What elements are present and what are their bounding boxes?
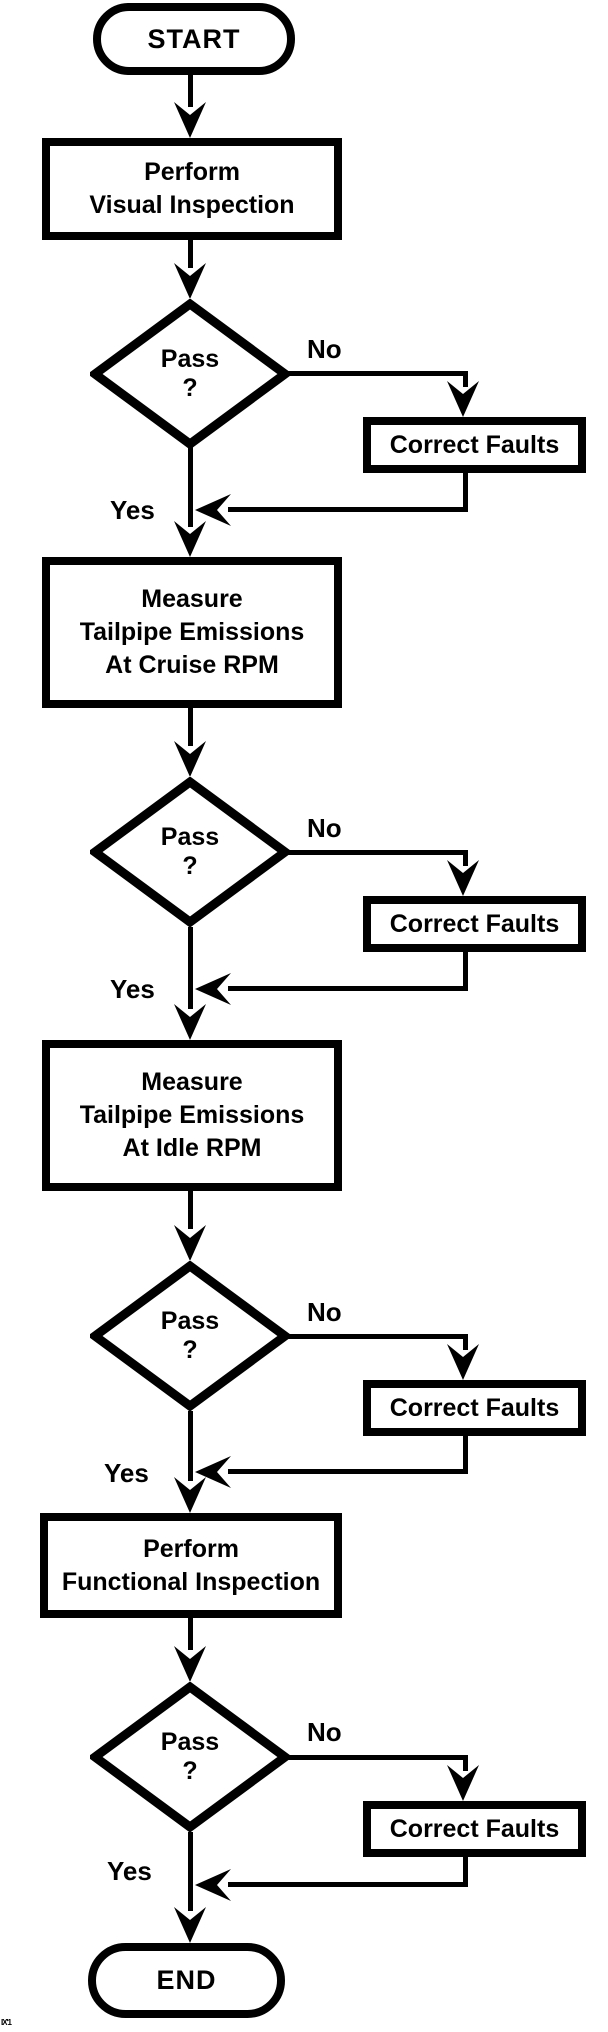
connector-visual-inspection-to-decision1 [188, 240, 193, 268]
process-visual-inspection-line1: Perform [144, 158, 240, 186]
process-correct-faults-3-label: Correct Faults [389, 1393, 560, 1422]
arrow-down-icon [447, 1765, 479, 1801]
process-correct-faults-2-label: Correct Faults [389, 909, 560, 938]
arrow-left-icon [195, 973, 231, 1005]
arrow-down-icon [174, 1646, 206, 1682]
corner-artifact-text: IX'1 [1, 2018, 12, 2027]
connector-cruise-rpm-to-decision2 [188, 708, 193, 746]
connector-correct-faults-4-return [228, 1882, 468, 1887]
connector-decision4-no [287, 1755, 468, 1760]
arrow-down-icon [174, 102, 206, 138]
decision-pass-2-line1: Pass [160, 823, 220, 851]
process-correct-faults-1: Correct Faults [363, 417, 586, 473]
connector-correct-faults-2-return [228, 986, 468, 991]
arrow-down-icon [174, 263, 206, 299]
decision-pass-3-line1: Pass [160, 1307, 220, 1335]
process-cruise-rpm-line1: Measure [141, 585, 243, 613]
decision-pass-4-line2: ? [182, 1757, 198, 1785]
connector-correct-faults-3-return-down [463, 1436, 468, 1474]
process-correct-faults-3: Correct Faults [363, 1380, 586, 1436]
arrow-down-icon [447, 1344, 479, 1380]
process-cruise-rpm-line2: Tailpipe Emissions [79, 618, 305, 646]
process-correct-faults-4-label: Correct Faults [389, 1814, 560, 1843]
connector-decision4-yes [188, 1832, 193, 1911]
decision-pass-3-shape [90, 1261, 290, 1411]
connector-decision2-no [287, 850, 468, 855]
arrow-left-icon [195, 494, 231, 526]
decision-pass-4-shape [90, 1682, 290, 1832]
process-idle-rpm-line3: At Idle RPM [122, 1134, 262, 1162]
process-idle-rpm-line2: Tailpipe Emissions [79, 1101, 305, 1129]
connector-decision1-no [287, 371, 468, 376]
connector-idle-rpm-to-decision3 [188, 1191, 193, 1229]
process-correct-faults-1-label: Correct Faults [389, 430, 560, 459]
arrow-down-icon [174, 741, 206, 777]
terminator-start-label: START [147, 23, 241, 54]
decision-pass-4-line1: Pass [160, 1728, 220, 1756]
decision-pass-1: Pass ? [90, 299, 290, 449]
process-cruise-rpm: Measure Tailpipe Emissions At Cruise RPM [42, 557, 342, 708]
process-visual-inspection-line2: Visual Inspection [89, 191, 295, 219]
decision-pass-1-line1: Pass [160, 345, 220, 373]
connector-correct-faults-1-return-down [463, 473, 468, 512]
arrow-down-icon [174, 1477, 206, 1513]
process-cruise-rpm-line3: At Cruise RPM [105, 651, 279, 679]
flow-label-no-4: No [307, 1717, 342, 1747]
connector-start-to-visual-inspection [188, 75, 193, 107]
decision-pass-2-shape [90, 777, 290, 927]
process-correct-faults-2: Correct Faults [363, 896, 586, 952]
flow-label-no-3: No [307, 1297, 342, 1327]
connector-decision3-no [287, 1334, 468, 1339]
flow-label-yes-2: Yes [110, 974, 155, 1004]
process-idle-rpm: Measure Tailpipe Emissions At Idle RPM [42, 1040, 342, 1191]
arrow-left-icon [195, 1456, 231, 1488]
flow-label-no-2: No [307, 813, 342, 843]
decision-pass-3-line2: ? [182, 1336, 198, 1364]
terminator-end-label: END [156, 1965, 217, 1995]
connector-correct-faults-2-return-down [463, 952, 468, 991]
process-visual-inspection: Perform Visual Inspection [42, 138, 342, 240]
process-correct-faults-4: Correct Faults [363, 1801, 586, 1857]
terminator-start: START [93, 3, 295, 75]
decision-pass-2-line2: ? [182, 852, 198, 880]
connector-functional-inspection-to-decision4 [188, 1618, 193, 1650]
connector-decision4-no-down [463, 1755, 468, 1771]
arrow-down-icon [174, 1907, 206, 1943]
connector-decision3-no-down [463, 1334, 468, 1350]
connector-correct-faults-1-return [228, 507, 468, 512]
process-functional-inspection: Perform Functional Inspection [40, 1513, 342, 1618]
connector-correct-faults-4-return-down [463, 1857, 468, 1887]
connector-decision1-yes [188, 447, 193, 527]
flow-label-yes-3: Yes [104, 1458, 149, 1488]
process-functional-inspection-line2: Functional Inspection [61, 1567, 321, 1596]
arrow-down-icon [174, 521, 206, 557]
flow-label-no-1: No [307, 334, 342, 364]
arrow-left-icon [195, 1869, 231, 1901]
flow-label-yes-1: Yes [110, 495, 155, 525]
flow-label-yes-4: Yes [107, 1856, 152, 1886]
decision-pass-1-shape [90, 299, 290, 449]
decision-pass-3: Pass ? [90, 1261, 290, 1411]
connector-decision2-no-down [463, 850, 468, 866]
connector-decision3-yes [188, 1411, 193, 1481]
process-idle-rpm-line1: Measure [141, 1068, 243, 1096]
connector-decision2-yes [188, 927, 193, 1009]
decision-pass-2: Pass ? [90, 777, 290, 927]
process-functional-inspection-line1: Perform [143, 1534, 239, 1563]
arrow-down-icon [174, 1004, 206, 1040]
arrow-down-icon [447, 381, 479, 417]
arrow-down-icon [174, 1225, 206, 1261]
terminator-end: END [88, 1943, 285, 2018]
connector-correct-faults-3-return [228, 1469, 468, 1474]
connector-decision1-no-down [463, 371, 468, 387]
decision-pass-1-line2: ? [182, 374, 198, 402]
arrow-down-icon [447, 860, 479, 896]
decision-pass-4: Pass ? [90, 1682, 290, 1832]
